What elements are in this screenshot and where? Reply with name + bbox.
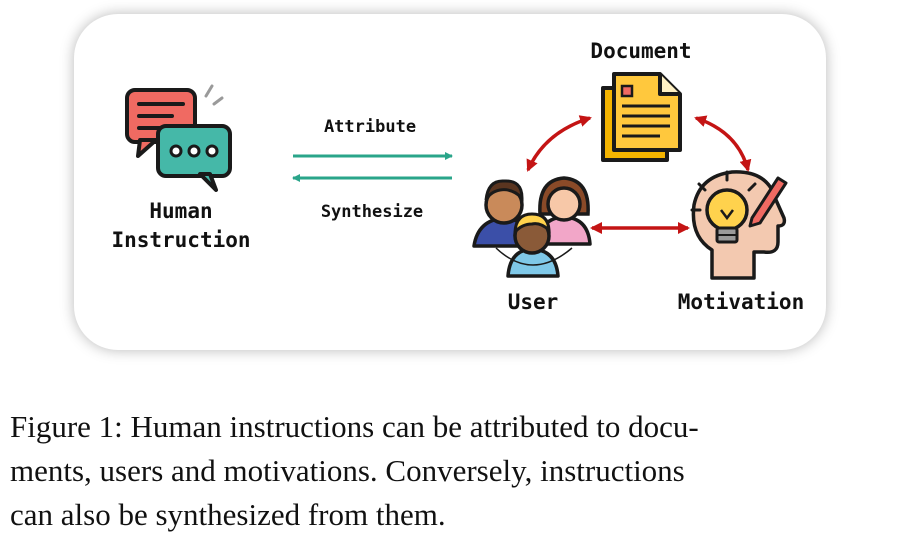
figure-panel: [74, 14, 826, 350]
synthesize-label: Synthesize: [321, 202, 423, 222]
chat-bubbles-icon: [125, 84, 232, 192]
document-motivation-arrow: [694, 115, 752, 172]
motivation-label: Motivation: [678, 290, 804, 314]
source-label-line2: Instruction: [111, 228, 250, 252]
users-icon: [472, 176, 592, 278]
attribute-label: Attribute: [324, 117, 416, 137]
lightbulb-icon: [690, 170, 757, 244]
user-document-arrow: [526, 115, 592, 172]
pencil-icon: [748, 176, 788, 228]
caption-line-2: ments, users and motivations. Conversely…: [10, 453, 685, 488]
user-label: User: [508, 290, 559, 314]
document-label: Document: [590, 39, 691, 63]
source-label-line1: Human: [149, 199, 212, 223]
figure-caption: Figure 1: Human instructions can be attr…: [10, 405, 900, 537]
caption-line-1: Figure 1: Human instructions can be attr…: [10, 409, 699, 444]
caption-line-3: can also be synthesized from them.: [10, 497, 446, 532]
document-icon: [601, 72, 682, 162]
